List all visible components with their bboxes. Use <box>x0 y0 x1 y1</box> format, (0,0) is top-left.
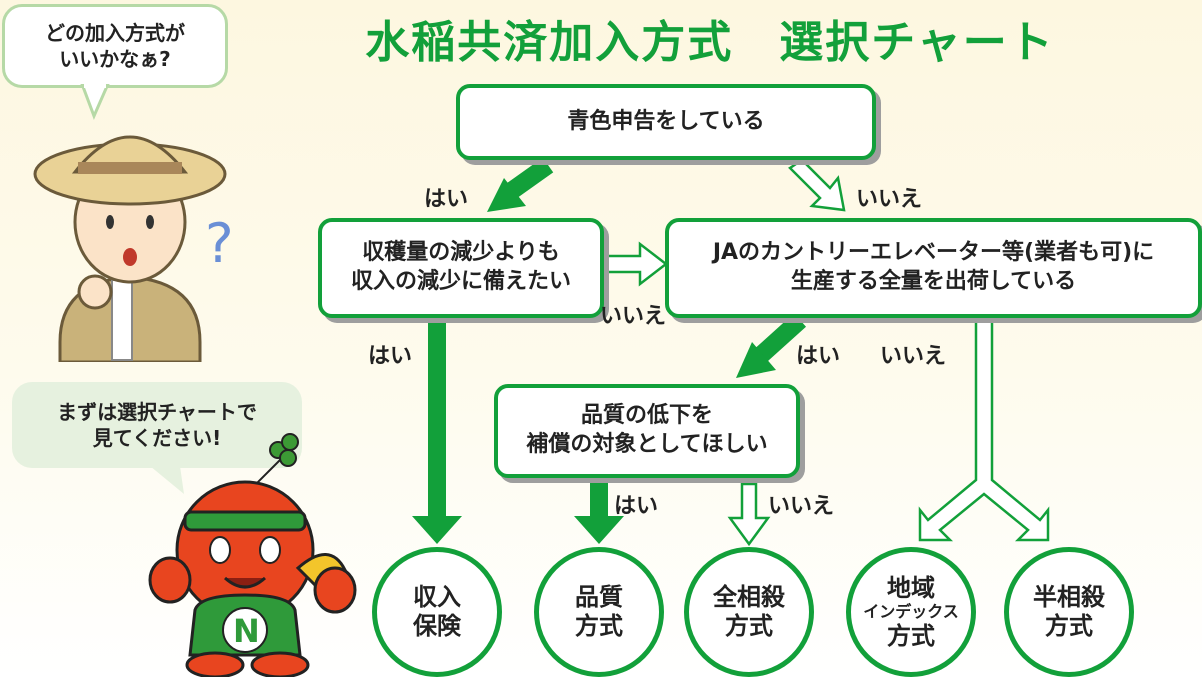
speech-text: いいかなぁ? <box>59 47 171 71</box>
outcome-text: 保険 <box>413 612 461 640</box>
label-q4-yes: はい <box>614 494 659 519</box>
arrow-q1-yes <box>487 157 554 212</box>
outcome-half-offset: 半相殺 方式 <box>1004 547 1134 677</box>
arrow-q4-no <box>727 482 771 547</box>
question-text: 生産する全量を出荷している <box>790 269 1077 294</box>
label-q3-no: いいえ <box>880 344 947 369</box>
outcome-text: 半相殺 <box>1033 583 1105 612</box>
mascot-speech-bubble: まずは選択チャートで 見てください! <box>12 382 302 468</box>
question-blue-filing: 青色申告をしている <box>456 84 876 160</box>
outcome-quality-method: 品質 方式 <box>534 547 664 677</box>
question-full-shipment: JAのカントリーエレベーター等(業者も可)に 生産する全量を出荷している <box>665 218 1202 318</box>
outcome-text: 方式 <box>1045 612 1093 640</box>
question-text: 収入の減少に備えたい <box>350 269 571 294</box>
speech-text: 見てください! <box>92 426 222 450</box>
outcome-income-insurance: 収入 保険 <box>372 547 502 677</box>
speech-text: どの加入方式が <box>45 21 185 45</box>
question-text: 補償の対象としてほしい <box>526 432 768 457</box>
arrow-q3-no <box>918 320 1050 542</box>
outcome-regional-index: 地域 インデックス 方式 <box>846 547 976 677</box>
question-quality-coverage: 品質の低下を 補償の対象としてほしい <box>494 384 800 478</box>
outcome-text: 方式 <box>725 612 773 640</box>
speech-text: まずは選択チャートで <box>57 400 257 424</box>
question-text: 品質の低下を <box>580 403 713 429</box>
label-q1-yes: はい <box>424 187 469 212</box>
arrow-q2-yes <box>412 318 462 544</box>
outcome-text: インデックス <box>863 602 959 622</box>
outcome-text: 地域 <box>887 573 935 602</box>
label-q2-yes: はい <box>368 344 413 369</box>
question-text: JAのカントリーエレベーター等(業者も可)に <box>712 240 1155 266</box>
question-text: 青色申告をしている <box>567 108 765 134</box>
label-q1-no: いいえ <box>856 187 923 212</box>
svg-text:?: ? <box>205 212 234 275</box>
question-income-preference: 収穫量の減少よりも 収入の減少に備えたい <box>318 218 604 318</box>
outcome-full-offset: 全相殺 方式 <box>684 547 814 677</box>
outcome-text: 全相殺 <box>713 583 785 612</box>
label-q2-no: いいえ <box>600 304 667 329</box>
label-q3-yes: はい <box>796 344 841 369</box>
page-title: 水稲共済加入方式 選択チャート <box>365 17 1055 68</box>
outcome-text: 方式 <box>887 621 935 650</box>
farmer-bubble-tail <box>80 84 110 120</box>
outcome-text: 品質 <box>575 583 623 612</box>
arrow-q4-yes <box>574 482 624 544</box>
arrow-q1-no <box>788 158 846 212</box>
mascot-illustration: N <box>148 433 357 677</box>
mascot-letter: N <box>233 612 260 650</box>
farmer-speech-bubble: どの加入方式が いいかなぁ? <box>2 4 228 88</box>
outcome-text: 方式 <box>575 612 623 640</box>
farmer-illustration: ? <box>33 135 234 362</box>
label-q4-no: いいえ <box>768 494 835 519</box>
outcome-text: 収入 <box>413 583 461 612</box>
arrow-q2-no <box>602 241 669 287</box>
mascot-bubble-tail <box>150 466 184 494</box>
question-text: 収穫量の減少よりも <box>362 240 560 266</box>
arrow-q3-yes <box>736 313 807 378</box>
